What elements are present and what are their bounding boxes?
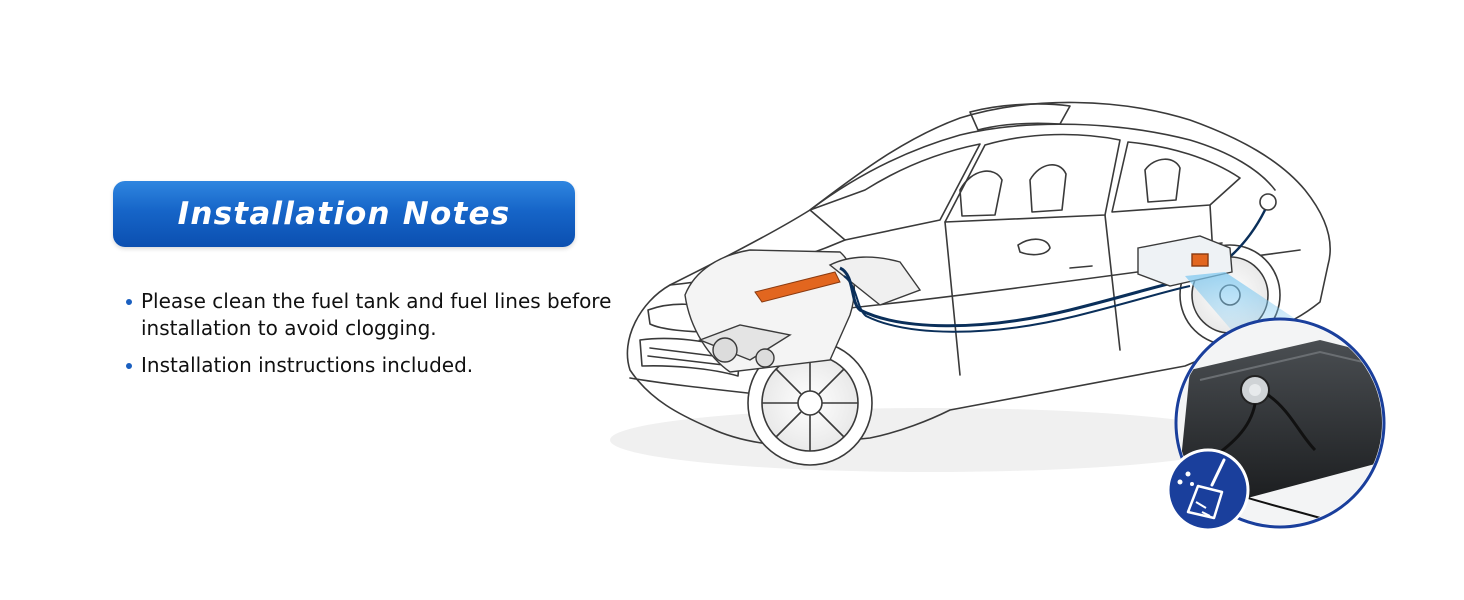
bullet-dot (126, 299, 132, 305)
car-shadow (610, 408, 1250, 472)
engine (684, 249, 922, 373)
section-title-badge: Installation Notes (113, 181, 575, 247)
notes-list: Please clean the fuel tank and fuel line… (124, 288, 614, 389)
note-text: Installation instructions included. (141, 353, 474, 377)
note-text: Please clean the fuel tank and fuel line… (141, 289, 612, 340)
car-fuel-system-illustration (610, 101, 1386, 532)
fuel-tank (1137, 235, 1233, 287)
bullet-dot (126, 363, 132, 369)
broom-cleaning-icon (1166, 448, 1250, 532)
fuel-line-return (843, 275, 1191, 333)
note-item: Please clean the fuel tank and fuel line… (124, 288, 614, 342)
fuel-rail (754, 271, 841, 303)
note-item: Installation instructions included. (124, 352, 614, 379)
front-wheel (747, 340, 873, 466)
section-title: Installation Notes (177, 196, 511, 232)
